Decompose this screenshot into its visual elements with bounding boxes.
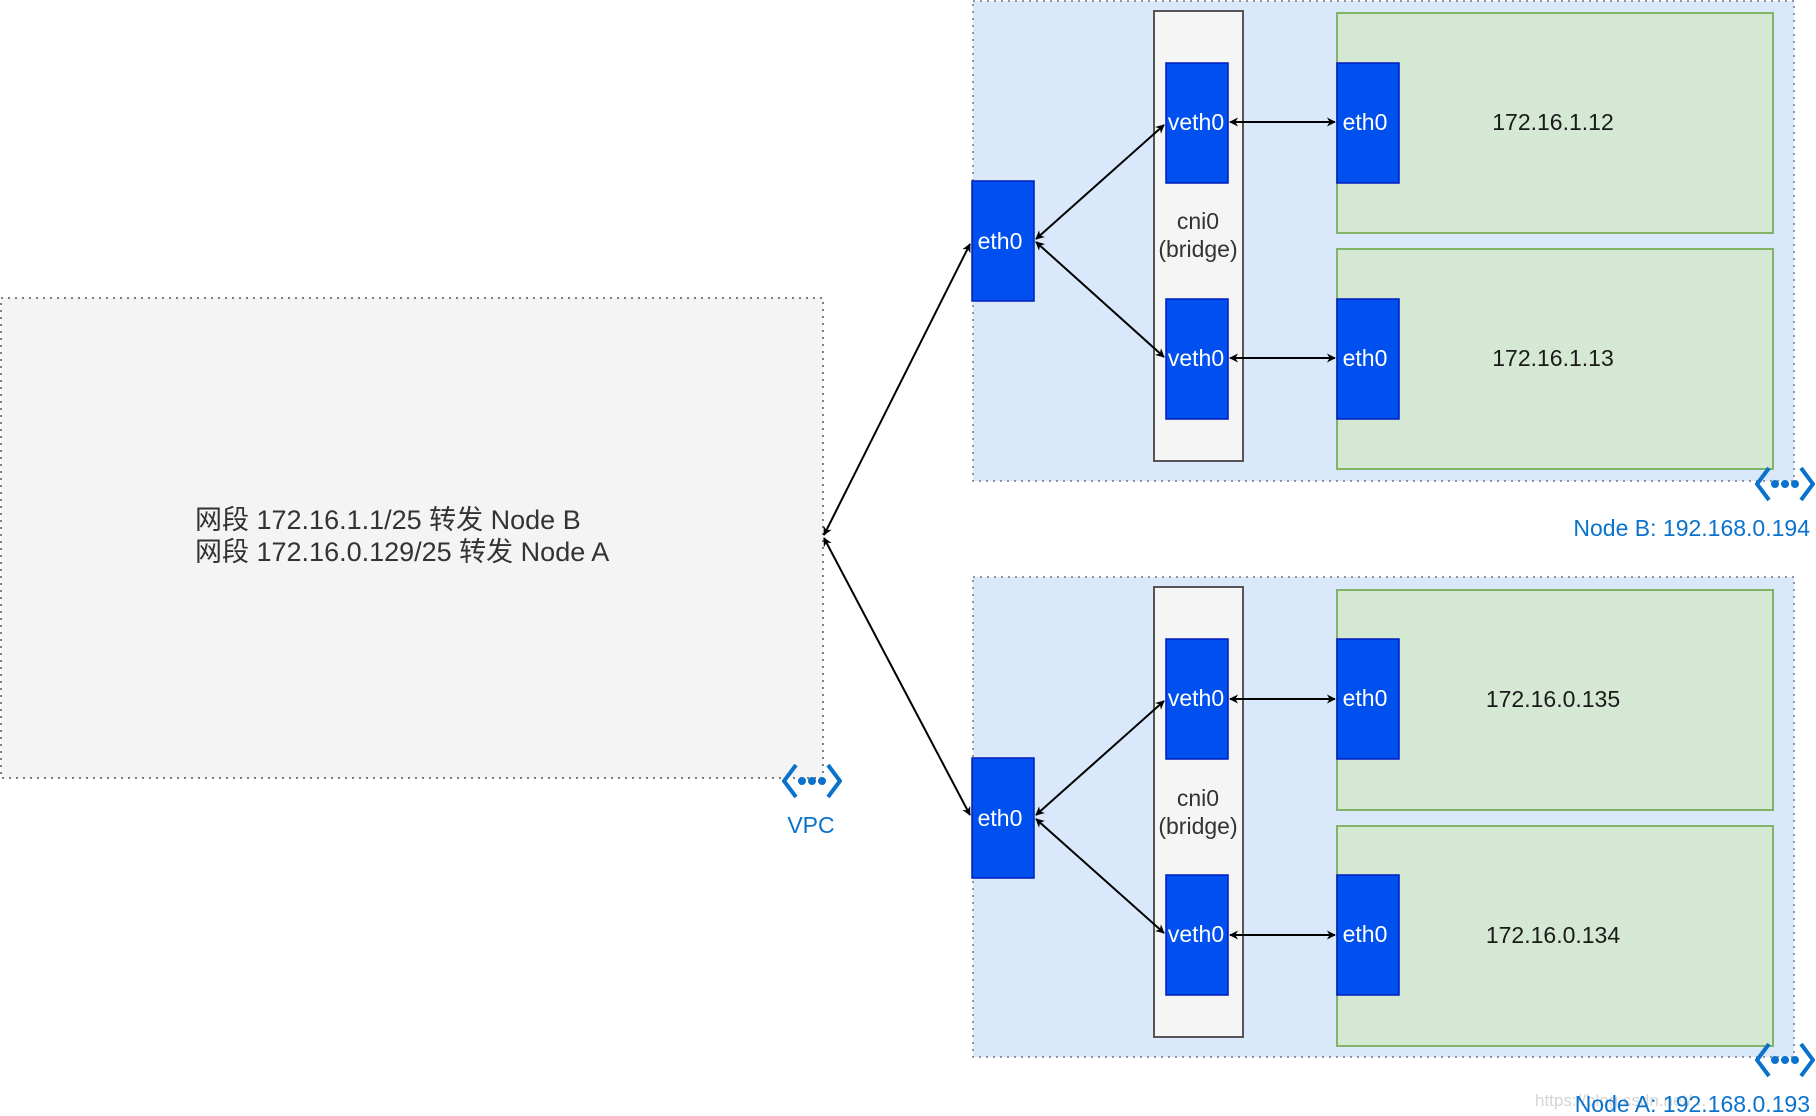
node-a-veth-top-label: veth0 — [1168, 685, 1224, 711]
vpc-to-node-b-link[interactable] — [823, 243, 971, 536]
node-b-veth-top-label: veth0 — [1168, 109, 1224, 135]
node-b-veth-top[interactable] — [1165, 62, 1229, 184]
node-b-eth0-to-veth-bottom-link[interactable] — [1035, 241, 1165, 358]
node-b-pod-eth0[interactable] — [1336, 298, 1400, 420]
node-a-bridge-label-1: cni0 — [1177, 785, 1219, 811]
node-b-pod-eth0[interactable] — [1336, 62, 1400, 184]
node-b-pod-eth0-label: eth0 — [1343, 345, 1388, 371]
node-b-eth0-label: eth0 — [978, 228, 1023, 254]
node-a-veth-top[interactable] — [1165, 638, 1229, 760]
node-a-pod-eth0[interactable] — [1336, 874, 1400, 996]
node-a-veth-bottom[interactable] — [1165, 874, 1229, 996]
node-b-label: Node B: 192.168.0.194 — [1573, 515, 1810, 541]
vpc-to-node-a-link[interactable] — [823, 537, 971, 816]
node-a-label: Node A: 192.168.0.193 — [1575, 1091, 1810, 1116]
vpc-label: VPC — [787, 812, 834, 838]
node-b-group: cni0 (bridge) 172.16.1.12 172.16.1.13 et… — [971, 0, 1815, 541]
node-b-eth0-to-veth-top-link[interactable] — [1035, 124, 1165, 240]
node-b-pod-box[interactable] — [1336, 248, 1774, 470]
vpc-box[interactable] — [0, 297, 824, 779]
node-b-veth-bottom[interactable] — [1165, 298, 1229, 420]
vpc-route-line-2: 网段 172.16.0.129/25 转发 Node A — [195, 537, 609, 567]
node-b-bridge-label-1: cni0 — [1177, 208, 1219, 234]
node-a-eth0-to-veth-top-link[interactable] — [1035, 700, 1165, 816]
node-a-veth-bottom-label: veth0 — [1168, 921, 1224, 947]
node-b-pod-ip: 172.16.1.12 — [1492, 109, 1614, 135]
node-a-eth0-to-veth-bottom-link[interactable] — [1035, 818, 1165, 934]
node-b-veth-bottom-label: veth0 — [1168, 345, 1224, 371]
node-b-bridge-label-2: (bridge) — [1158, 236, 1237, 262]
node-b-pod-box[interactable] — [1336, 12, 1774, 234]
vpc-route-line-1: 网段 172.16.1.1/25 转发 Node B — [195, 505, 581, 535]
node-a-pod-eth0-label: eth0 — [1343, 921, 1388, 947]
node-b-pod-eth0-label: eth0 — [1343, 109, 1388, 135]
node-b-pod-ip: 172.16.1.13 — [1492, 345, 1614, 371]
node-a-pod-ip: 172.16.0.135 — [1486, 686, 1620, 712]
node-a-pod-eth0-label: eth0 — [1343, 685, 1388, 711]
node-b-eth0-interface[interactable] — [971, 180, 1035, 302]
node-a-eth0-interface[interactable] — [971, 757, 1035, 879]
node-a-pod-eth0[interactable] — [1336, 638, 1400, 760]
watermark-text: https://blog.csdn.net/... — [1535, 1091, 1706, 1110]
node-a-pod-box[interactable] — [1336, 825, 1774, 1047]
vpc-group: 网段 172.16.1.1/25 转发 Node B 网段 172.16.0.1… — [0, 297, 842, 838]
node-a-pod-box[interactable] — [1336, 589, 1774, 811]
node-a-group: cni0 (bridge) 172.16.0.135 172.16.0.134 … — [971, 576, 1815, 1116]
connectors — [823, 117, 1336, 940]
node-a-bridge-label-2: (bridge) — [1158, 813, 1237, 839]
node-a-pod-ip: 172.16.0.134 — [1486, 922, 1621, 948]
node-a-eth0-label: eth0 — [978, 805, 1023, 831]
